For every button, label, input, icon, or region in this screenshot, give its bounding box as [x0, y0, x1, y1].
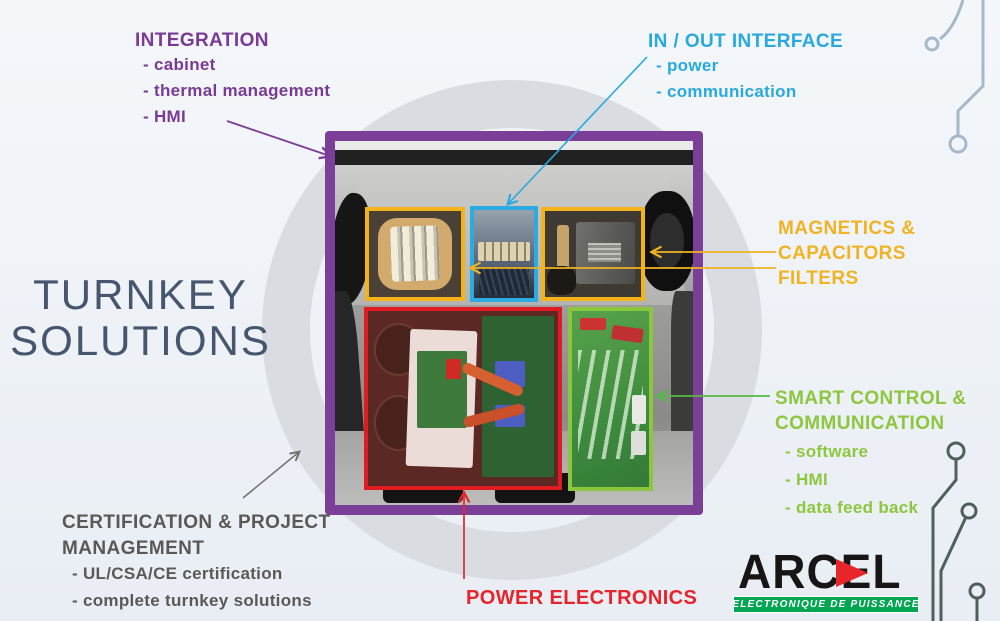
cabinet-top-rail	[335, 150, 693, 165]
arcel-logo-tagline-bar: ELECTRONIQUE DE PUISSANCE	[732, 596, 920, 613]
smart-control-line: SMART CONTROL &	[775, 388, 967, 409]
fan-right	[639, 191, 693, 291]
in-out-heading: IN / OUT INTERFACE	[648, 31, 844, 52]
smart-control-line: COMMUNICATION	[775, 413, 945, 434]
certification-line: MANAGEMENT	[62, 538, 205, 559]
certification-line: CERTIFICATION & PROJECT	[62, 512, 331, 533]
arcel-logo-tagline: ELECTRONIQUE DE PUISSANCE	[732, 599, 920, 610]
driver-pcb	[417, 351, 467, 429]
white-connector-2	[630, 430, 646, 456]
page-title: TURNKEY SOLUTIONS	[8, 272, 273, 364]
filter-box	[575, 222, 636, 285]
magnetics-line: CAPACITORS	[778, 243, 906, 264]
arcel-logo-triangle-icon	[836, 559, 868, 587]
arcel-logo-text: ARCEL	[738, 543, 902, 599]
certification-arrow	[242, 452, 299, 499]
title-line-2: SOLUTIONS	[10, 317, 271, 364]
white-connector-1	[632, 395, 646, 424]
power-pcb	[460, 316, 555, 478]
integration-item: - cabinet	[143, 55, 216, 74]
relay-red-2	[611, 324, 644, 343]
magnetics-line: FILTERS	[778, 268, 859, 289]
in-out-item: - power	[656, 56, 719, 75]
magnetics-outline-transformer	[365, 207, 465, 301]
integration-heading: INTEGRATION	[135, 30, 269, 51]
transformer-core	[390, 225, 440, 283]
smart-control-item: - data feed back	[785, 498, 919, 517]
filter-wires	[546, 266, 576, 296]
in-out-items: - power - communication	[656, 53, 797, 105]
smart-control-item: - software	[785, 442, 869, 461]
magnetics-heading: MAGNETICS & CAPACITORS FILTERS	[778, 216, 915, 291]
power-electronics-heading: POWER ELECTRONICS	[466, 587, 698, 609]
cabinet-photo	[325, 131, 703, 515]
certification-item: - UL/CSA/CE certification	[72, 564, 283, 583]
smart-control-item: - HMI	[785, 470, 829, 489]
magnetics-line: MAGNETICS &	[778, 218, 916, 239]
title-line-1: TURNKEY	[33, 271, 248, 318]
certification-items: - UL/CSA/CE certification - complete tur…	[72, 560, 312, 614]
smart-control-outline	[568, 307, 653, 491]
in-out-item: - communication	[656, 82, 797, 101]
certification-heading: CERTIFICATION & PROJECT MANAGEMENT	[62, 510, 331, 562]
red-component	[446, 358, 461, 379]
relay-red-1	[579, 318, 606, 331]
circuit-trace-decoration-top-right	[924, 0, 985, 154]
circuit-trace-decoration-bottom-right	[931, 441, 986, 621]
integration-item: - thermal management	[143, 81, 331, 100]
magnetics-outline-filter	[541, 207, 645, 301]
smart-control-heading: SMART CONTROL & COMMUNICATION	[775, 386, 966, 436]
smart-control-items: - software - HMI - data feed back	[785, 438, 918, 522]
in-out-interface-outline	[470, 206, 538, 302]
integration-item: - HMI	[143, 107, 187, 126]
certification-item: - complete turnkey solutions	[72, 591, 312, 610]
integration-items: - cabinet - thermal management - HMI	[143, 52, 330, 130]
power-electronics-outline	[364, 307, 562, 490]
filter-label	[587, 243, 621, 262]
terminal-wires	[478, 267, 530, 296]
arcel-logo: ARCEL ELECTRONIQUE DE PUISSANCE	[732, 544, 923, 614]
terminal-blocks	[477, 241, 531, 262]
